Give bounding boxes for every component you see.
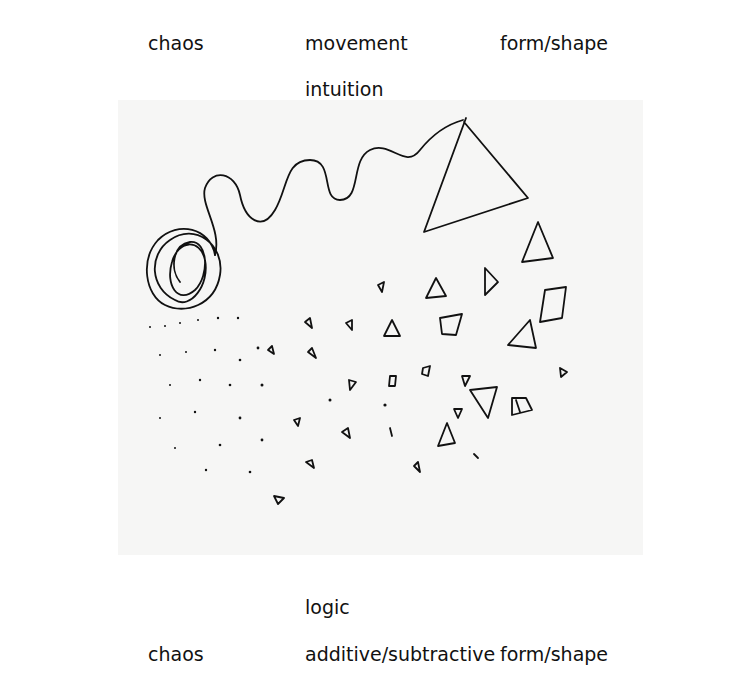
small-shape — [306, 460, 314, 468]
quad — [440, 314, 462, 335]
dot — [329, 399, 332, 402]
concept-label: logic — [305, 596, 350, 619]
dot — [261, 439, 264, 442]
small-shape — [414, 462, 420, 472]
dot — [149, 326, 151, 328]
big-triangle — [424, 118, 528, 232]
small-shape — [390, 428, 392, 436]
concept-label: form/shape — [500, 32, 608, 55]
scatter-marks — [149, 317, 387, 474]
triangle — [426, 278, 446, 298]
concept-label: intuition — [305, 78, 384, 101]
triangle — [485, 268, 498, 295]
pen-strokes — [147, 118, 567, 504]
small-shape — [422, 366, 430, 376]
dot — [159, 417, 161, 419]
small-shape — [389, 376, 396, 386]
dot — [205, 469, 207, 471]
small-shape — [378, 282, 384, 292]
dot — [159, 354, 161, 356]
triangle — [384, 320, 400, 336]
spiral — [147, 229, 221, 309]
small-shape — [268, 346, 274, 354]
dot — [174, 447, 176, 449]
dot — [214, 349, 216, 351]
concept-label: movement — [305, 32, 408, 55]
small-shape — [454, 409, 462, 418]
triangle — [438, 423, 455, 446]
concept-label: chaos — [148, 32, 204, 55]
dot — [257, 347, 260, 350]
dot — [197, 319, 199, 321]
concept-label: additive/subtractive — [305, 643, 495, 666]
dot — [169, 384, 171, 386]
concept-label: chaos — [148, 643, 204, 666]
dot — [199, 379, 201, 381]
dot — [179, 322, 181, 324]
wave-line — [204, 120, 463, 255]
small-shape — [305, 318, 312, 328]
quad — [540, 287, 566, 322]
triangle — [508, 320, 536, 348]
quad — [512, 398, 532, 415]
dot — [249, 471, 252, 474]
small-shape — [560, 368, 567, 377]
small-shape — [294, 418, 300, 426]
dot — [239, 417, 242, 420]
triangle — [522, 222, 553, 262]
small-shape — [342, 428, 350, 438]
small-shape — [349, 380, 356, 390]
concept-label: form/shape — [500, 643, 608, 666]
dot — [219, 444, 222, 447]
small-shape — [274, 496, 284, 504]
dot — [217, 317, 219, 319]
dot — [237, 317, 239, 319]
dot — [229, 384, 232, 387]
dot — [239, 359, 242, 362]
triangle — [470, 387, 497, 418]
dot — [194, 411, 196, 413]
small-shape — [462, 376, 470, 386]
dot — [383, 403, 386, 406]
dot — [164, 325, 166, 327]
small-shape — [474, 454, 478, 458]
dot — [261, 384, 264, 387]
scan-ground — [118, 100, 643, 555]
small-shape — [346, 320, 352, 330]
dot — [185, 351, 187, 353]
small-shape — [308, 348, 316, 358]
